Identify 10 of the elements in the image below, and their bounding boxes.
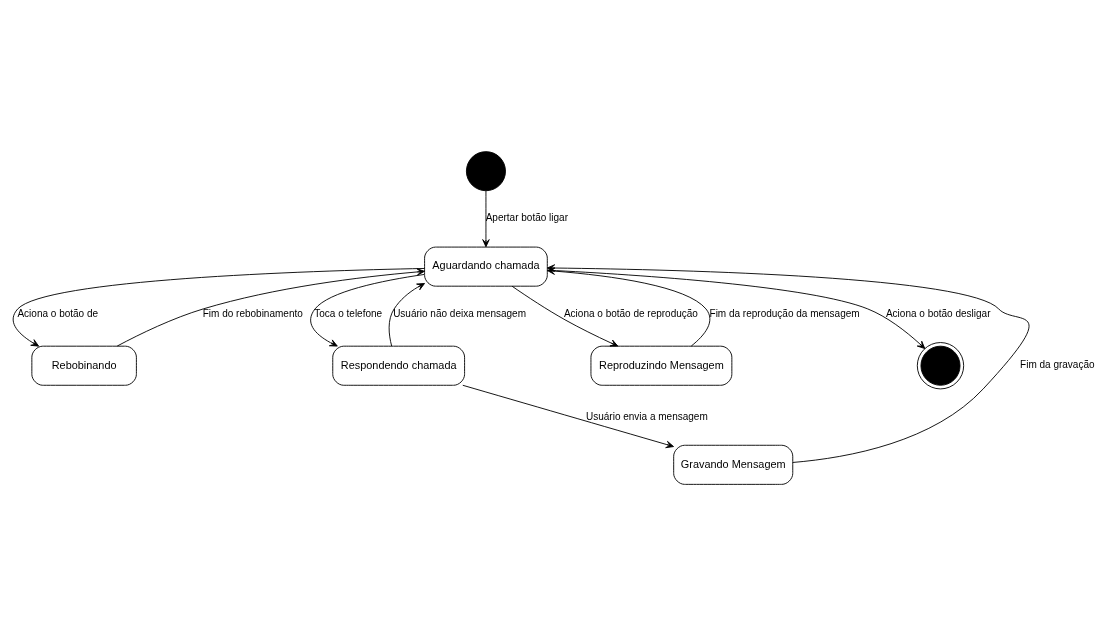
edge-label: Toca o telefone	[314, 307, 383, 319]
edge-label: Aciona o botão desligar	[885, 307, 991, 319]
edge-label: Aciona o botão de reprodução	[563, 307, 698, 319]
edge-label: Usuário não deixa mensagem	[393, 307, 527, 319]
edge-label: Fim da reprodução da mensagem	[709, 307, 860, 319]
edge-label: Aciona o botão de	[17, 307, 99, 319]
edge-label: Fim da gravação	[1020, 359, 1095, 371]
edge-label: Usuário envia a mensagem	[585, 410, 708, 422]
edge-label: Apertar botão ligar	[485, 212, 568, 224]
edge-label: Fim do rebobinamento	[202, 307, 303, 319]
